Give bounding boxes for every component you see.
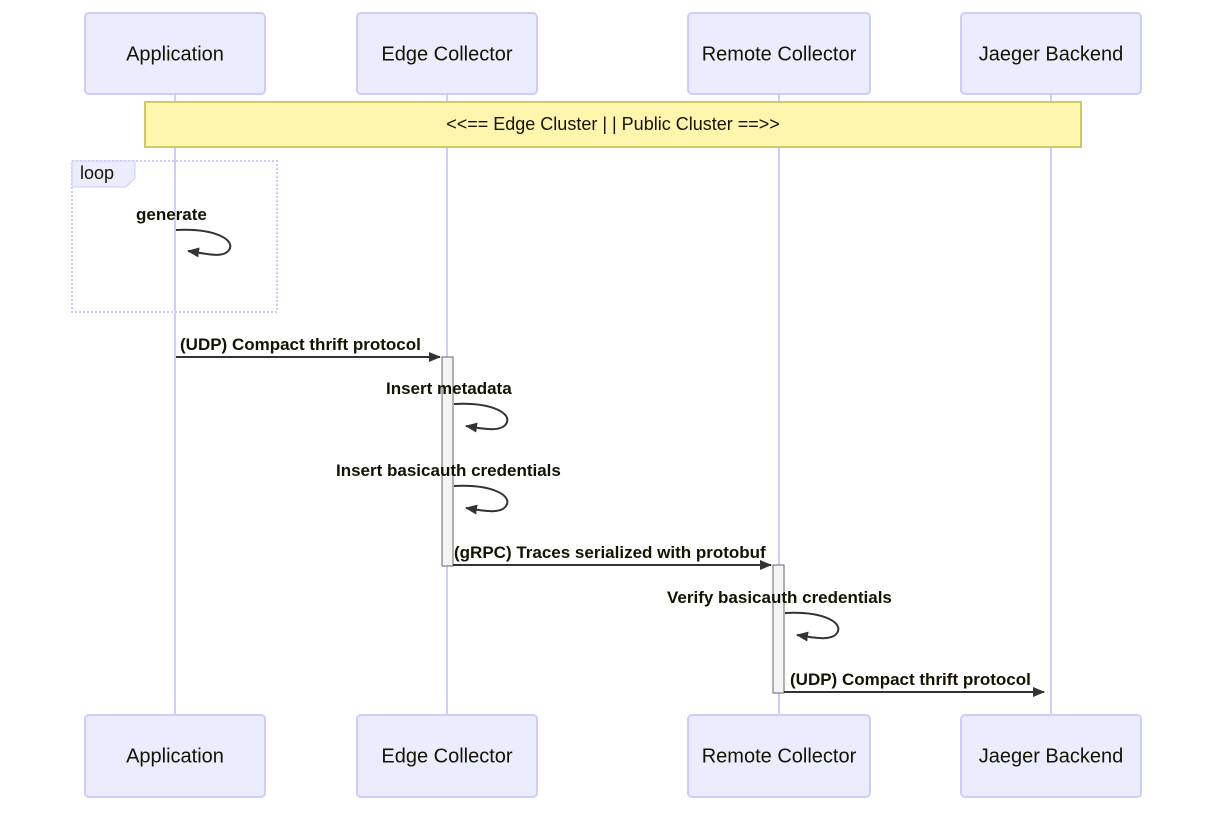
message-udp-compact-thrift-2: (UDP) Compact thrift protocol xyxy=(784,670,1045,697)
participant-application-bottom[interactable]: Application xyxy=(84,714,266,798)
participant-edge-collector-top-box[interactable] xyxy=(356,12,538,95)
message-insert-metadata-label: Insert metadata xyxy=(386,379,512,398)
loop-fragment-tab xyxy=(71,160,136,188)
participant-remote-collector-top-box[interactable] xyxy=(687,12,871,95)
message-udp-compact-thrift-1-label: (UDP) Compact thrift protocol xyxy=(180,335,421,354)
participant-edge-collector-top[interactable]: Edge Collector xyxy=(356,12,538,95)
participant-edge-collector-top-label: Edge Collector xyxy=(381,43,513,65)
participant-jaeger-backend-top-label: Jaeger Backend xyxy=(979,43,1124,65)
message-grpc-traces-protobuf: (gRPC) Traces serialized with protobuf xyxy=(453,543,772,570)
lifelines xyxy=(174,94,1052,715)
message-insert-basicauth: Insert basicauth credentials xyxy=(336,461,561,515)
note-label: <<== Edge Cluster | | Public Cluster ==>… xyxy=(446,114,780,134)
message-generate-arrow xyxy=(175,228,232,258)
participant-edge-collector-bottom-label: Edge Collector xyxy=(381,745,513,767)
activation-bars xyxy=(441,356,785,694)
message-generate-label: generate xyxy=(136,205,207,224)
loop-fragment-border xyxy=(71,160,278,313)
participant-jaeger-backend-top-box[interactable] xyxy=(960,12,1142,95)
participant-application-top-box[interactable] xyxy=(84,12,266,95)
message-insert-metadata: Insert metadata xyxy=(386,379,512,433)
message-verify-basicauth-label: Verify basicauth credentials xyxy=(667,588,892,607)
note-box xyxy=(144,101,1082,148)
participant-jaeger-backend-bottom-label: Jaeger Backend xyxy=(979,745,1124,767)
message-generate: generate xyxy=(136,205,232,258)
message-insert-basicauth-label: Insert basicauth credentials xyxy=(336,461,561,480)
activation-remote-collector xyxy=(772,564,785,694)
loop-fragment-label: loop xyxy=(80,163,114,183)
participant-jaeger-backend-top[interactable]: Jaeger Backend xyxy=(960,12,1142,95)
loop-fragment: loop xyxy=(71,160,278,313)
participant-remote-collector-top-label: Remote Collector xyxy=(702,43,857,65)
participant-application-bottom-box[interactable] xyxy=(84,714,266,798)
participant-application-bottom-label: Application xyxy=(126,745,224,767)
participant-application-top-label: Application xyxy=(126,43,224,65)
message-grpc-traces-protobuf-label: (gRPC) Traces serialized with protobuf xyxy=(454,543,766,562)
message-udp-compact-thrift-1: (UDP) Compact thrift protocol xyxy=(176,335,441,362)
message-udp-compact-thrift-2-label: (UDP) Compact thrift protocol xyxy=(790,670,1031,689)
participant-remote-collector-bottom-label: Remote Collector xyxy=(702,745,857,767)
activation-edge-collector xyxy=(441,356,454,567)
participant-remote-collector-bottom[interactable]: Remote Collector xyxy=(687,714,871,798)
message-insert-metadata-arrow xyxy=(453,402,509,433)
message-insert-basicauth-arrow xyxy=(453,484,509,515)
participant-jaeger-backend-bottom[interactable]: Jaeger Backend xyxy=(960,714,1142,798)
participants-bottom: Application Edge Collector Remote Collec… xyxy=(84,714,1142,798)
participant-jaeger-backend-bottom-box[interactable] xyxy=(960,714,1142,798)
cluster-divider-note: <<== Edge Cluster | | Public Cluster ==>… xyxy=(144,101,1082,148)
participant-remote-collector-bottom-box[interactable] xyxy=(687,714,871,798)
message-verify-basicauth-arrow xyxy=(784,611,840,642)
participant-edge-collector-bottom[interactable]: Edge Collector xyxy=(356,714,538,798)
participants-top: Application Edge Collector Remote Collec… xyxy=(84,12,1142,95)
participant-remote-collector-top[interactable]: Remote Collector xyxy=(687,12,871,95)
participant-edge-collector-bottom-box[interactable] xyxy=(356,714,538,798)
message-verify-basicauth: Verify basicauth credentials xyxy=(667,588,892,642)
participant-application-top[interactable]: Application xyxy=(84,12,266,95)
